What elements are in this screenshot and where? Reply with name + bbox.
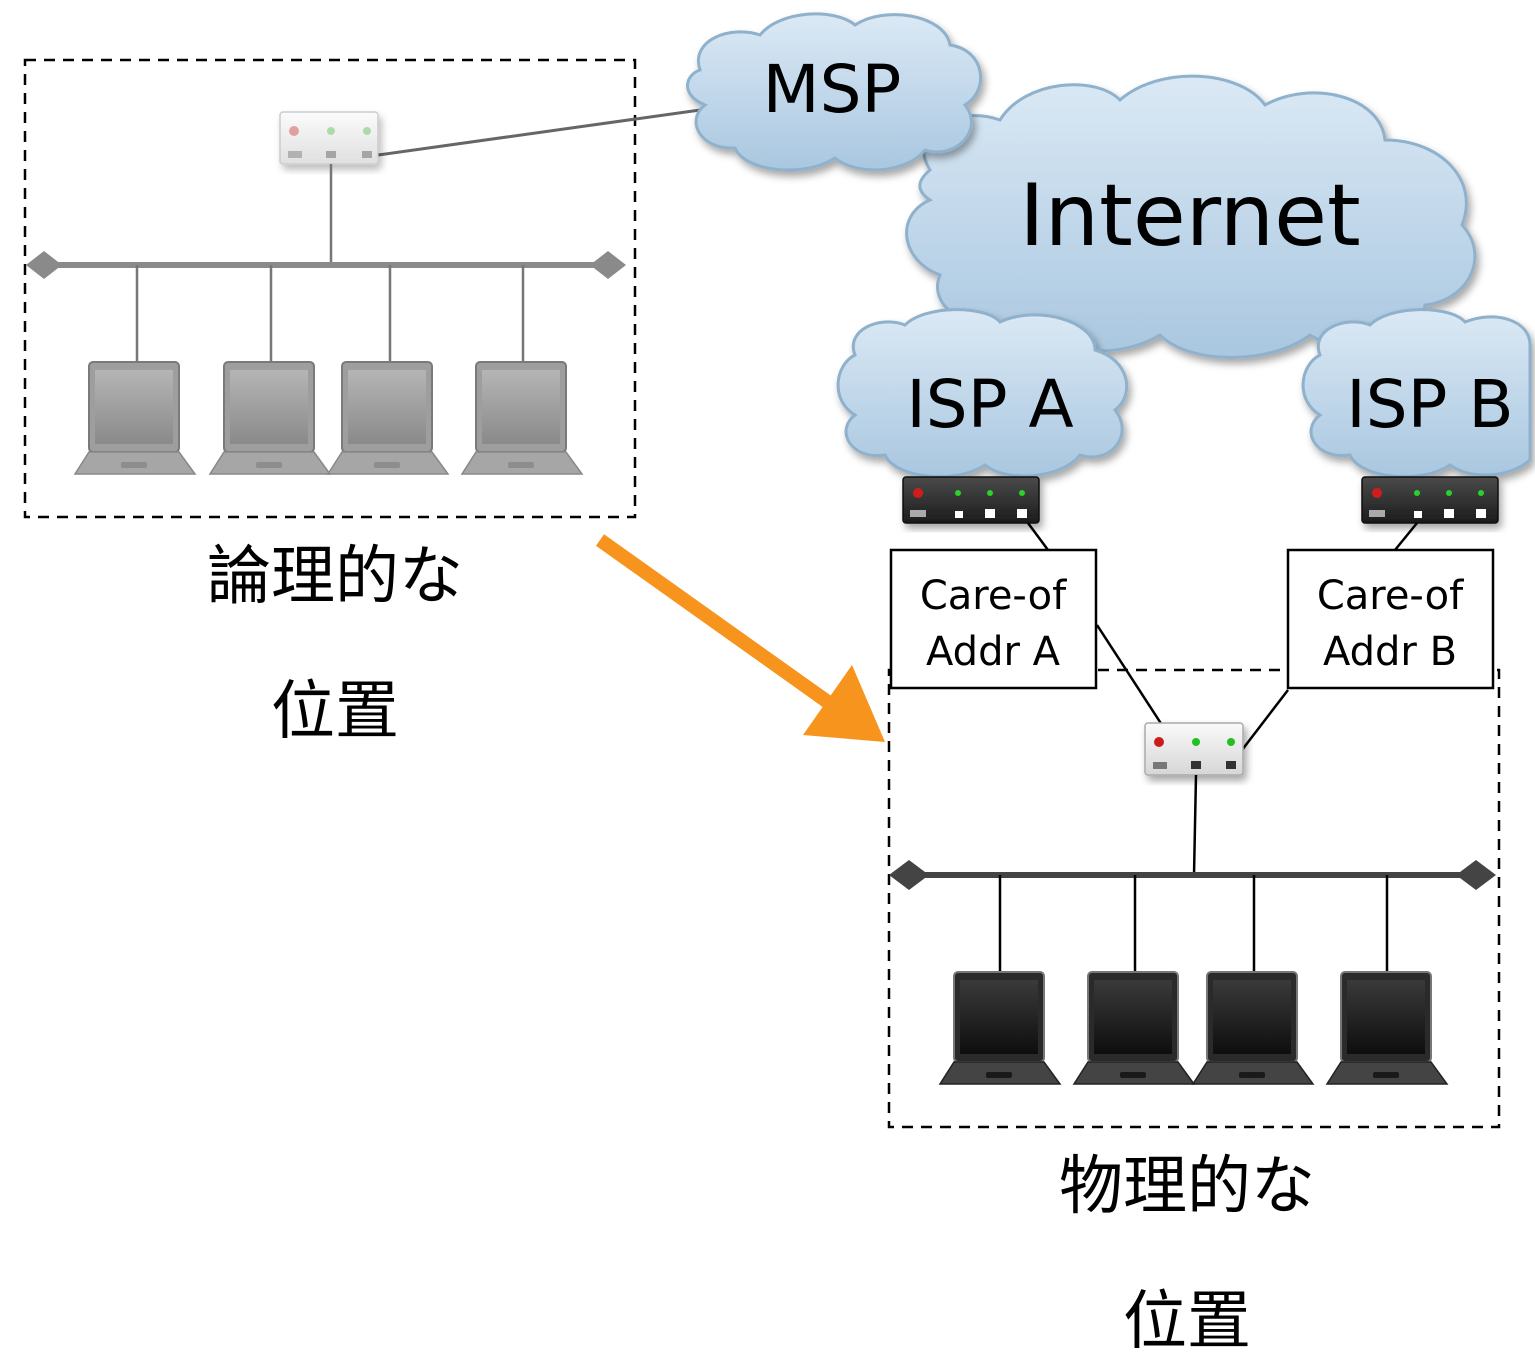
internet-label: Internet <box>1019 166 1360 266</box>
physical-bus <box>889 860 1496 975</box>
care-of-a-line1: Care-of <box>920 573 1067 619</box>
isp-a-cloud <box>836 308 1129 479</box>
physical-laptop-icon <box>939 971 1061 1085</box>
physical-location-caption-line2: 位置 <box>1123 1285 1251 1359</box>
care-of-b-line2: Addr B <box>1323 629 1457 675</box>
logical-location-caption-line1: 論理的な <box>207 540 463 614</box>
router-msp-link <box>377 108 701 157</box>
care-of-a-line2: Addr A <box>926 629 1061 675</box>
logical-bus <box>26 251 626 365</box>
mobile-router-uplink <box>1192 774 1198 876</box>
msp-cloud <box>686 12 982 172</box>
care-of-addr-b-box: Care-of Addr B <box>1286 548 1495 690</box>
physical-network-boundary <box>887 668 1501 1129</box>
logical-laptop-icon <box>209 361 331 475</box>
msp-label: MSP <box>763 51 902 128</box>
logical-laptop-icon <box>327 361 449 475</box>
logical-location-caption-line2: 位置 <box>271 675 399 749</box>
logical-router-icon <box>279 111 379 165</box>
physical-laptop-icon <box>1073 971 1195 1085</box>
mobile-router-icon <box>1144 722 1244 776</box>
care-of-links <box>1026 522 1418 751</box>
physical-laptop-icon <box>1326 971 1448 1085</box>
isp-a-router-icon <box>902 476 1040 524</box>
logical-laptop-icon <box>461 361 583 475</box>
physical-laptop-icon <box>1192 971 1314 1085</box>
isp-b-cloud <box>1301 308 1532 479</box>
isp-b-router-icon <box>1361 476 1499 524</box>
isp-b-label: ISP B <box>1346 366 1513 443</box>
logical-laptop-icon <box>74 361 196 475</box>
isp-a-label: ISP A <box>906 366 1073 443</box>
internet-cloud <box>905 74 1477 359</box>
care-of-b-line1: Care-of <box>1317 573 1464 619</box>
logical-network-boundary <box>23 58 637 519</box>
care-of-addr-a-box: Care-of Addr A <box>889 548 1098 690</box>
movement-arrow <box>595 534 885 742</box>
physical-location-caption-line1: 物理的な <box>1059 1150 1315 1224</box>
